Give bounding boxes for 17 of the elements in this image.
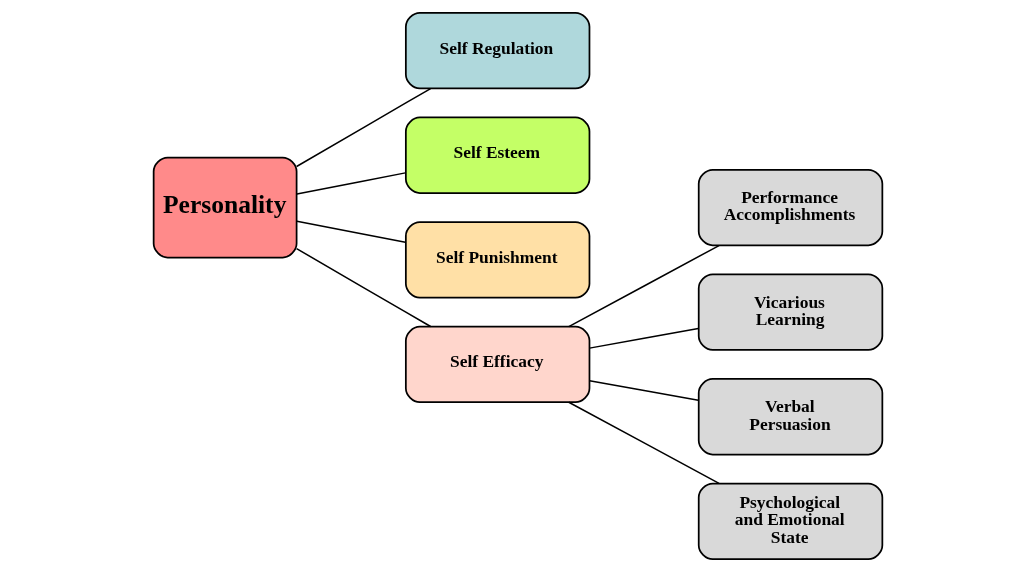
node-box: Self Regulation — [404, 12, 590, 90]
connector — [295, 87, 431, 168]
node-box: Verbal Persuasion — [697, 378, 883, 456]
node-box: Self Punishment — [404, 221, 590, 299]
connector — [567, 244, 720, 328]
node-box: Self Esteem — [404, 116, 590, 194]
connector — [588, 380, 699, 402]
connector — [588, 327, 699, 349]
node-box: Vicarious Learning — [697, 273, 883, 351]
connector — [567, 401, 720, 485]
node-box: Personality — [152, 156, 297, 259]
node-box: Psychological and Emotional State — [697, 482, 883, 560]
connector — [295, 247, 431, 328]
node-box: Performance Accomplishments — [697, 168, 883, 247]
connector — [295, 172, 406, 195]
node-box: Self Efficacy — [404, 325, 590, 404]
connector — [295, 220, 406, 243]
